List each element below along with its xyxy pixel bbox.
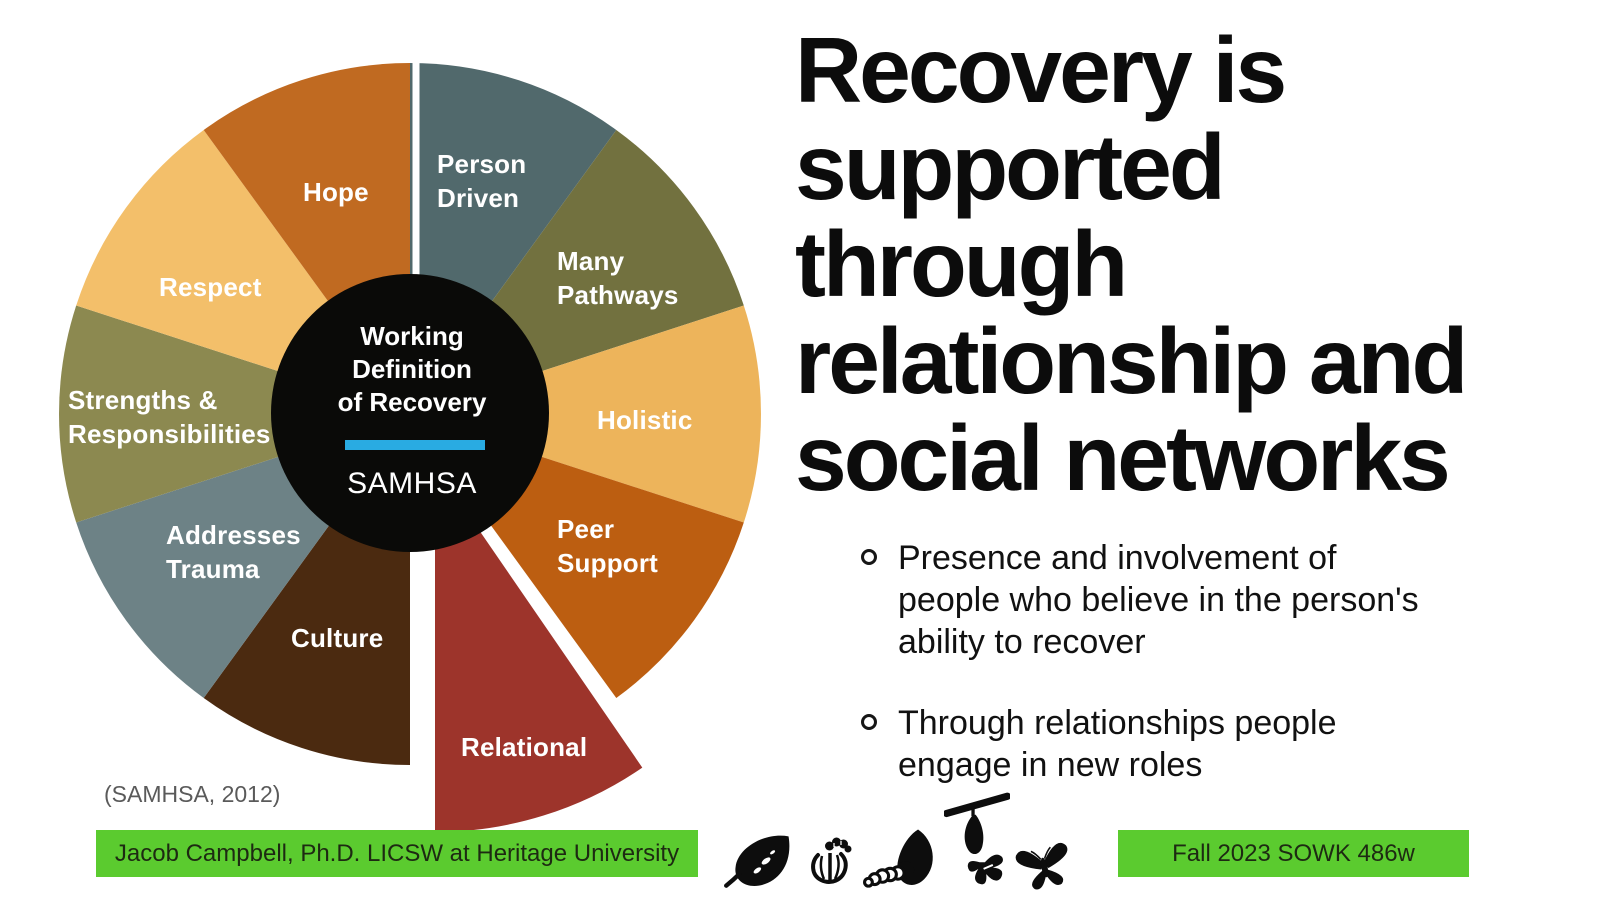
slide-title: Recovery is supported through relationsh… <box>795 18 1468 510</box>
citation-text: (SAMHSA, 2012) <box>104 781 281 807</box>
wheel-segment-holistic <box>410 305 761 523</box>
wheel-segment-label-many-pathways: Many Pathways <box>557 246 679 310</box>
bullet-item: Presence and involvement of people who b… <box>898 539 1419 661</box>
caterpillar-icon <box>863 829 933 888</box>
wheel-center-heading: Working Definition of Recovery <box>337 321 487 417</box>
wheel-segment-relational <box>435 466 643 832</box>
wheel-segment-label-addresses-trauma: Addresses Trauma <box>166 520 301 584</box>
bullet-circle-icon <box>861 549 877 565</box>
footer-author-bar: Jacob Campbell, Ph.D. LICSW at Heritage … <box>96 830 698 877</box>
footer-course-bar: Fall 2023 SOWK 486w <box>1118 830 1469 877</box>
wheel-segment-label-culture: Culture <box>291 623 384 653</box>
hatching-egg-icon <box>811 837 852 884</box>
leaf-seed-icon <box>724 835 790 888</box>
butterfly-icon <box>1015 842 1068 890</box>
wheel-center-org: SAMHSA <box>347 467 477 500</box>
wheel-segment-label-holistic: Holistic <box>597 405 693 435</box>
wheel-segment-strengths-responsibilities <box>59 305 410 523</box>
chrysalis-icon <box>944 792 1010 885</box>
footer-course-text: Fall 2023 SOWK 486w <box>1172 839 1415 867</box>
wheel-segment-label-relational: Relational <box>461 732 588 762</box>
bullet-item: Through relationships people engage in n… <box>898 704 1337 784</box>
center-divider-bar <box>345 440 485 450</box>
wheel-segment-label-person-driven: Person Driven <box>437 149 527 213</box>
wheel-center-circle <box>271 274 549 552</box>
recovery-wheel-chart <box>59 62 761 832</box>
wheel-segment-label-hope: Hope <box>303 177 369 207</box>
wheel-segment-label-peer-support: Peer Support <box>557 514 659 578</box>
wheel-segment-label-strengths-responsibilities: Strengths & Responsibilities <box>68 385 271 449</box>
bullet-circle-icon <box>861 714 877 730</box>
wheel-segment-label-respect: Respect <box>159 272 262 302</box>
footer-author-text: Jacob Campbell, Ph.D. LICSW at Heritage … <box>114 839 680 867</box>
